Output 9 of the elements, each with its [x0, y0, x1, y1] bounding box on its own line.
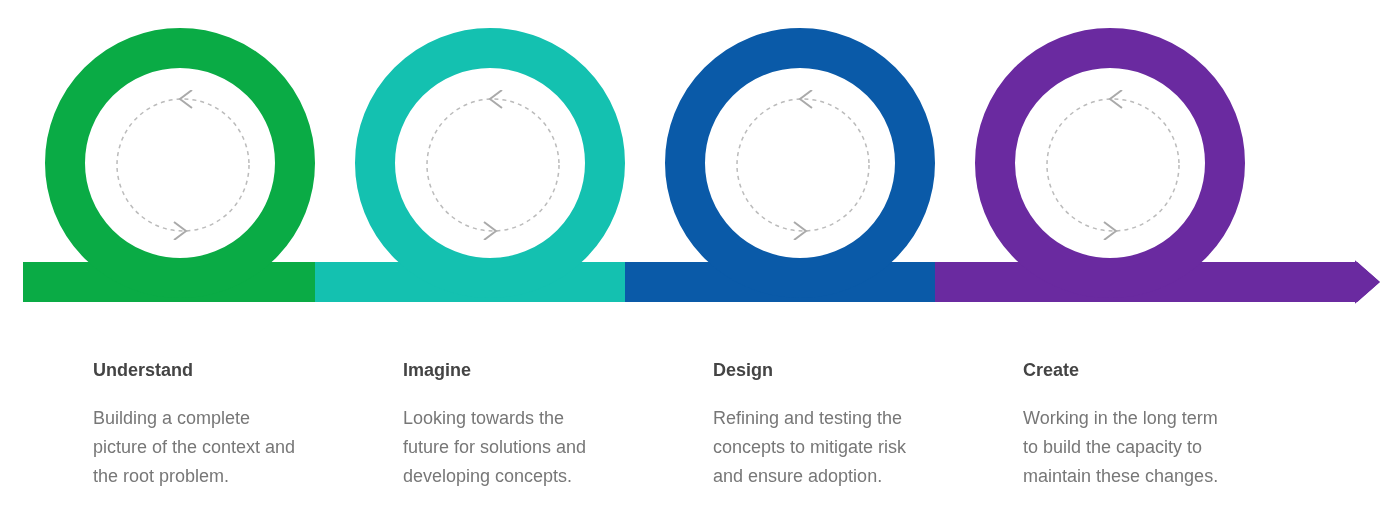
stage-description: Building a complete picture of the context and the root problem.: [93, 407, 297, 488]
stage-heading: Imagine: [403, 360, 472, 381]
stage-description: Working in the long term to build the capacity to maintain these changes.: [1023, 407, 1220, 488]
stage-heading: Design: [713, 360, 773, 381]
stage-heading: Create: [1023, 360, 1080, 381]
stage-description: Refining and testing the concepts to mitigate risk and ensure adoption.: [713, 407, 908, 488]
stage-heading: Understand: [93, 360, 193, 381]
ribbon-arrow: [1245, 260, 1380, 304]
stage-description: Looking towards the future for solutions and developing concepts.: [403, 407, 588, 488]
